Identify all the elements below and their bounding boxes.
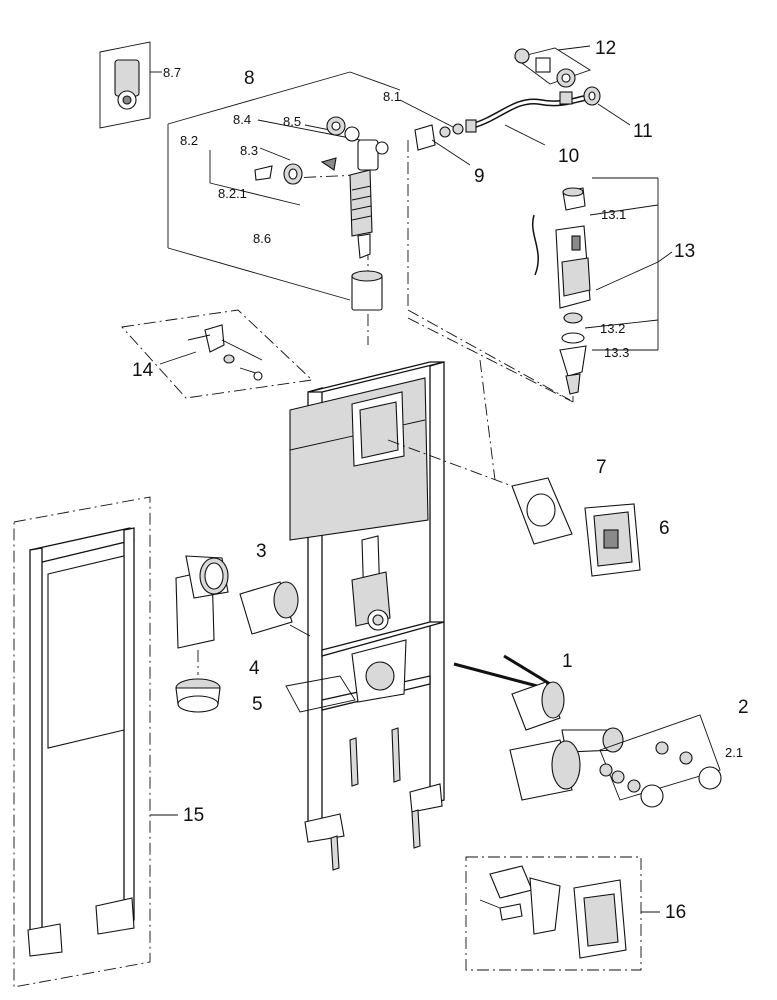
part-16-kit: [479, 865, 627, 959]
part-3-sleeve: [239, 581, 311, 637]
callout-13-2: 13.2: [600, 321, 625, 336]
part-1-rods: [453, 654, 565, 731]
callout-4: 4: [249, 658, 260, 679]
part-3-elbow: [175, 555, 229, 649]
callout-8-7: 8.7: [163, 65, 181, 80]
leader-lines-13: [407, 317, 574, 481]
part-15-frame: [27, 527, 135, 957]
part-10-hose: [465, 91, 586, 146]
part-8-5-seals: [326, 116, 360, 142]
callout-8-6: 8.6: [253, 231, 271, 246]
part-2-1-nuts: [599, 714, 722, 808]
part-8-4-cone: [320, 157, 337, 171]
part-7-plate: [387, 439, 573, 545]
callout-13: 13: [674, 241, 695, 262]
callout-7: 7: [596, 457, 607, 478]
callout-1: 1: [562, 651, 573, 672]
main-frame: [289, 361, 445, 871]
part-6-junction-box: [584, 503, 641, 577]
part-8-6-sleeve: [351, 270, 383, 311]
callout-5: 5: [252, 694, 263, 715]
callout-8-2-1: 8.2.1: [218, 186, 247, 201]
part-4-cap: [175, 650, 221, 713]
callout-9: 9: [474, 166, 485, 187]
callout-8-3: 8.3: [240, 143, 258, 158]
part-11-valve: [583, 86, 631, 126]
part-9-clip: [414, 123, 471, 166]
part-14-hardware: [187, 324, 263, 381]
callout-3: 3: [256, 541, 267, 562]
callout-6: 6: [659, 518, 670, 539]
callout-13-3: 13.3: [604, 345, 629, 360]
callout-11: 11: [633, 121, 653, 142]
callout-8-2: 8.2: [180, 133, 198, 148]
part-13-bracket: [584, 177, 673, 351]
callout-8-1: 8.1: [383, 89, 401, 104]
part-12-adapter: [513, 45, 592, 88]
part-8-3-nut: [254, 163, 303, 185]
callout-8-4: 8.4: [233, 112, 251, 127]
callout-13-1: 13.1: [601, 207, 626, 222]
callout-12: 12: [595, 38, 616, 59]
part-5-bracket: [285, 675, 356, 713]
part-8-7-bag: [114, 59, 140, 110]
group-box-8-7: [99, 41, 162, 129]
callout-2: 2: [738, 697, 749, 718]
group-box-15: [13, 496, 178, 988]
part-2-pipe: [509, 727, 624, 801]
callout-2-1: 2.1: [725, 745, 743, 760]
callout-8: 8: [244, 68, 255, 89]
part-8-fill-valve: [349, 139, 389, 259]
callout-10: 10: [558, 146, 579, 167]
callout-16: 16: [665, 902, 686, 923]
callout-8-5: 8.5: [283, 114, 301, 129]
callout-14: 14: [132, 360, 154, 381]
callout-15: 15: [183, 805, 204, 826]
part-13-flush-valve: [532, 187, 591, 395]
group-box-14: [121, 309, 313, 399]
group-box-16: [465, 856, 660, 971]
callout-labels: 8.7 8 8.1 8.4 8.5 8.2 8.3 8.2.1 8.6 9 10…: [132, 38, 749, 923]
